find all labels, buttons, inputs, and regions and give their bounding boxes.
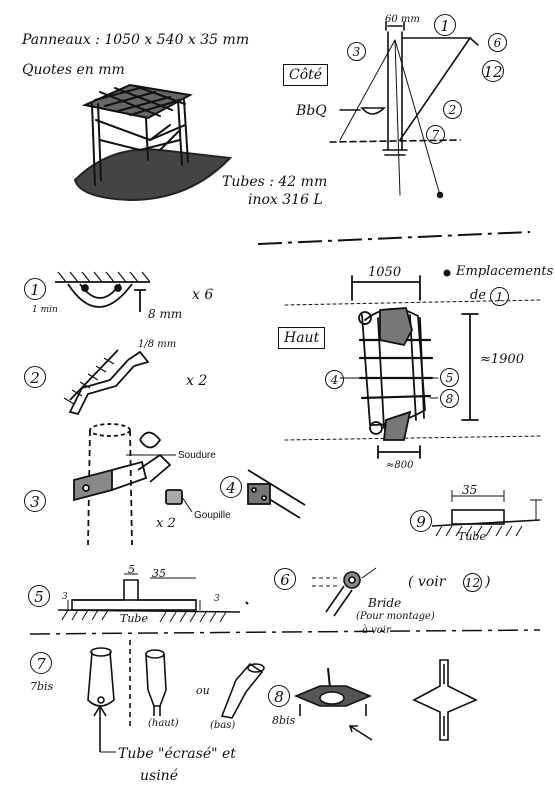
detail-2-thickness: 1/8 mm bbox=[138, 339, 177, 350]
detail-4-number: 4 bbox=[220, 476, 242, 498]
detail-7-number: 7 bbox=[30, 652, 52, 674]
legend-text-2: de bbox=[470, 288, 487, 303]
side-dim-60: 60 mm bbox=[385, 14, 420, 25]
callout-7: 7 bbox=[426, 125, 445, 144]
callout-5: 5 bbox=[440, 368, 459, 387]
detail-6-see-text: ( voir bbox=[408, 574, 446, 590]
detail-3-pin-label: Goupille bbox=[194, 510, 231, 521]
detail-5-number: 5 bbox=[28, 585, 50, 607]
top-dim-800: ≈800 bbox=[386, 460, 414, 471]
panel-size-note: Panneaux : 1050 x 540 x 35 mm bbox=[22, 32, 250, 48]
callout-4: 4 bbox=[325, 370, 344, 389]
top-view-title: Haut bbox=[278, 327, 326, 349]
detail-5-dim-b: 35 bbox=[152, 567, 166, 580]
detail-3-qty: x 2 bbox=[156, 516, 176, 531]
detail-1-gap: 1 min bbox=[32, 305, 58, 315]
detail-2-qty: x 2 bbox=[186, 373, 208, 389]
detail-7-caption-1: Tube "écrasé" et bbox=[118, 746, 236, 762]
detail-9-width: 35 bbox=[462, 483, 478, 497]
top-dim-1050: 1050 bbox=[368, 265, 402, 280]
side-view-title: Côté bbox=[283, 64, 329, 86]
detail-3-number: 3 bbox=[24, 490, 46, 512]
detail-3-weld-label: Soudure bbox=[178, 450, 216, 461]
detail-2-number: 2 bbox=[24, 366, 46, 388]
bbq-label: BbQ bbox=[296, 103, 327, 119]
detail-6-bride-3: à voir bbox=[362, 625, 391, 636]
detail-1-height: 8 mm bbox=[148, 307, 183, 321]
callout-3: 3 bbox=[347, 42, 366, 61]
detail-9-tube: Tube bbox=[458, 530, 486, 543]
detail-7-ou: ou bbox=[196, 684, 210, 697]
detail-8-bis: 8bis bbox=[272, 714, 296, 727]
detail-5-dim-a: 5 bbox=[128, 563, 135, 576]
detail-6-number: 6 bbox=[274, 568, 296, 590]
detail-5-left: 3 bbox=[62, 592, 68, 602]
tube-spec-line1: Tubes : 42 mm bbox=[222, 174, 328, 190]
detail-1-number: 1 bbox=[24, 278, 46, 300]
detail-7-haut: (haut) bbox=[148, 718, 179, 729]
detail-6-bride-1: Bride bbox=[368, 596, 402, 610]
callout-6: 6 bbox=[488, 33, 507, 52]
detail-7-caption-2: usiné bbox=[140, 768, 178, 784]
callout-2: 2 bbox=[443, 100, 462, 119]
detail-6-see-ref: 12 bbox=[463, 573, 482, 592]
detail-1-qty: x 6 bbox=[192, 287, 214, 303]
top-dim-1900: ≈1900 bbox=[480, 352, 524, 367]
legend-text-1: Emplacements bbox=[456, 264, 554, 279]
units-note: Quotes en mm bbox=[22, 62, 125, 78]
detail-5-tube: Tube bbox=[120, 612, 148, 625]
detail-9-number: 9 bbox=[410, 510, 432, 532]
callout-8: 8 bbox=[440, 389, 459, 408]
legend-ref: 1 bbox=[490, 287, 509, 306]
tube-spec-line2: inox 316 L bbox=[248, 192, 323, 208]
detail-5-right: 3 bbox=[214, 594, 220, 604]
detail-7-bis: 7bis bbox=[30, 680, 54, 693]
detail-6-bride-2: (Pour montage) bbox=[356, 611, 435, 622]
callout-1: 1 bbox=[434, 14, 456, 36]
detail-7-bas: (bas) bbox=[210, 720, 236, 731]
detail-8-number: 8 bbox=[268, 685, 290, 707]
detail-6-see-close: ) bbox=[485, 574, 491, 590]
callout-12: 12 bbox=[482, 60, 504, 82]
